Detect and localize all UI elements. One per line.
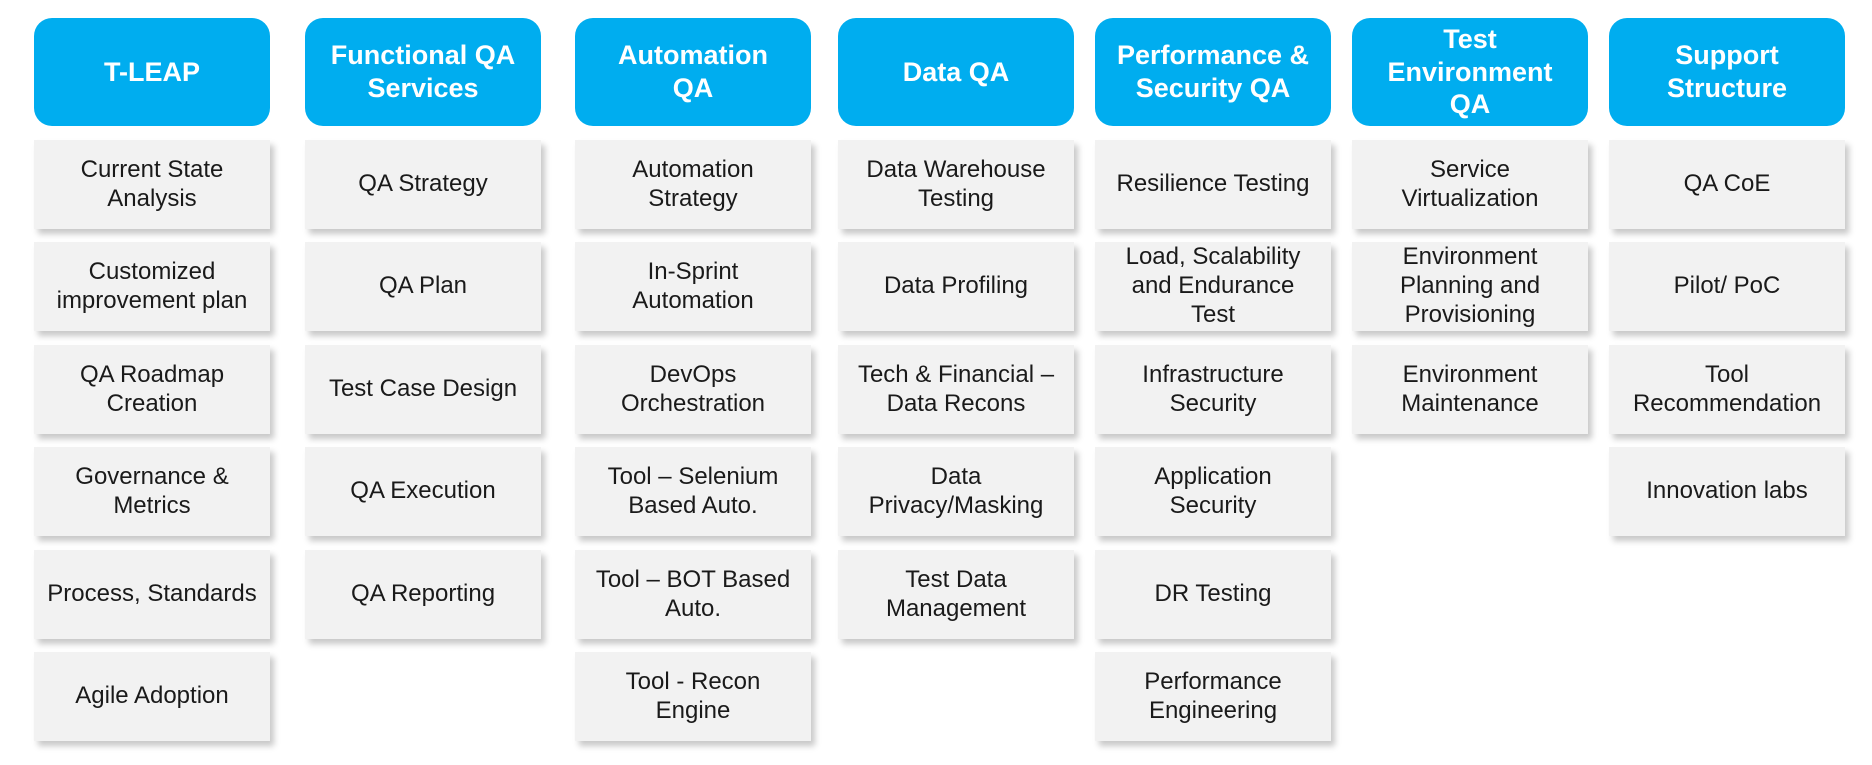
service-card: Innovation labs [1609,447,1845,536]
service-card: Automation Strategy [575,140,811,229]
service-card: Process, Standards [34,550,270,639]
service-card: In-Sprint Automation [575,242,811,331]
service-card: Governance & Metrics [34,447,270,536]
column-header: Functional QA Services [305,18,541,126]
service-card: Customized improvement plan [34,242,270,331]
service-card: QA Roadmap Creation [34,345,270,434]
service-card: Infrastructure Security [1095,345,1331,434]
column-header: Test Environment QA [1352,18,1588,126]
service-card: Data Profiling [838,242,1074,331]
service-card: Current State Analysis [34,140,270,229]
service-card: Data Privacy/Masking [838,447,1074,536]
service-card: Load, Scalability and Endurance Test [1095,242,1331,331]
service-card: QA CoE [1609,140,1845,229]
column-header: Support Structure [1609,18,1845,126]
service-card: Resilience Testing [1095,140,1331,229]
service-card: QA Plan [305,242,541,331]
service-card: Environment Maintenance [1352,345,1588,434]
service-card: Test Data Management [838,550,1074,639]
service-card: DevOps Orchestration [575,345,811,434]
column-header: Performance & Security QA [1095,18,1331,126]
service-card: QA Reporting [305,550,541,639]
column-header: Automation QA [575,18,811,126]
service-card: Tool - Recon Engine [575,652,811,741]
service-card: Performance Engineering [1095,652,1331,741]
service-card: Application Security [1095,447,1331,536]
service-card: Environment Planning and Provisioning [1352,242,1588,331]
service-card: Tool Recommendation [1609,345,1845,434]
service-card: Pilot/ PoC [1609,242,1845,331]
service-card: QA Strategy [305,140,541,229]
service-card: Test Case Design [305,345,541,434]
service-card: Tool – BOT Based Auto. [575,550,811,639]
service-card: Tech & Financial – Data Recons [838,345,1074,434]
column-header: T-LEAP [34,18,270,126]
service-card: Service Virtualization [1352,140,1588,229]
service-card: Tool – Selenium Based Auto. [575,447,811,536]
service-card: Data Warehouse Testing [838,140,1074,229]
column-header: Data QA [838,18,1074,126]
service-card: DR Testing [1095,550,1331,639]
service-card: Agile Adoption [34,652,270,741]
service-card: QA Execution [305,447,541,536]
